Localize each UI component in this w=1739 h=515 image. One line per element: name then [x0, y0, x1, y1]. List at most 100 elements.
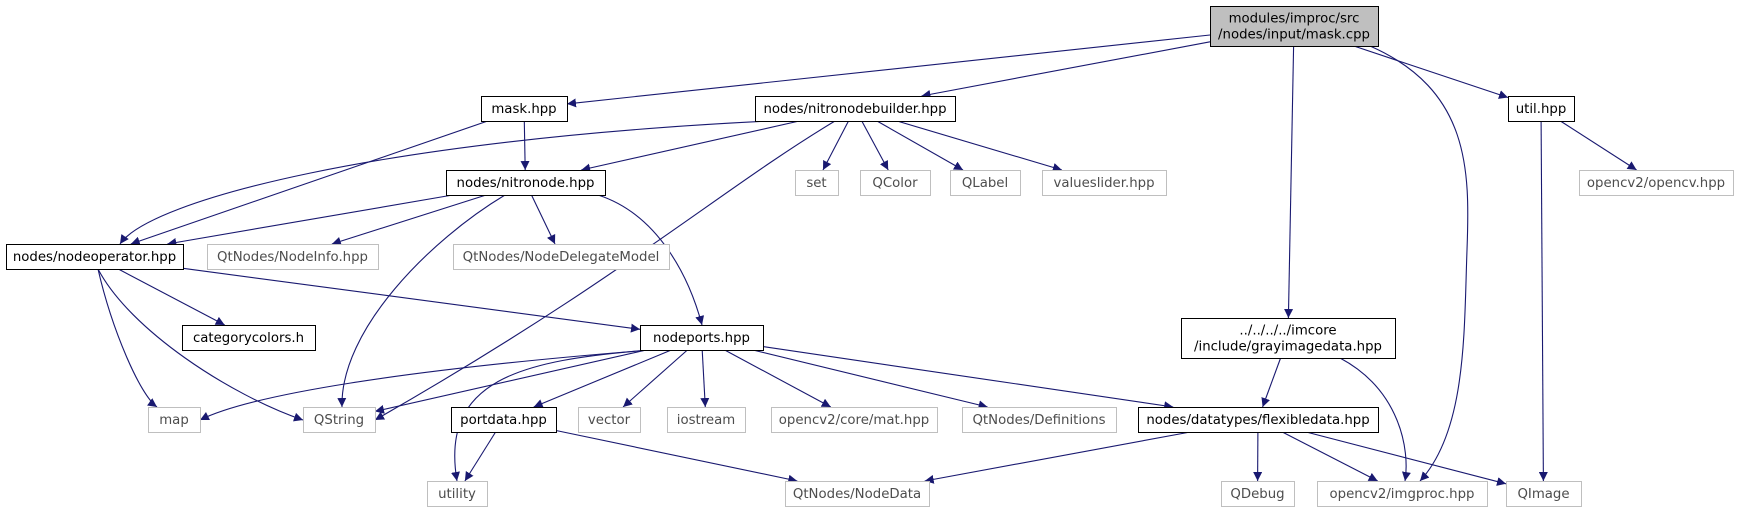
node-box: [1317, 481, 1488, 507]
node-nitronode[interactable]: nodes/nitronode.hpp: [446, 170, 606, 196]
node-mat: opencv2/core/mat.hpp: [771, 407, 938, 433]
node-box: [860, 170, 931, 196]
node-grayimagedata[interactable]: ../../../../imcore/include/grayimagedata…: [1181, 318, 1396, 359]
node-opencv: opencv2/opencv.hpp: [1579, 170, 1734, 196]
node-label: portdata.hpp: [460, 413, 547, 428]
node-nodeoperator[interactable]: nodes/nodeoperator.hpp: [6, 244, 184, 270]
node-box: [1210, 6, 1379, 47]
node-box: [1138, 407, 1379, 433]
edge-nodeports-to-utility: [451, 349, 651, 482]
node-label: /nodes/input/mask.cpp: [1218, 28, 1370, 43]
node-nitronodebuilder[interactable]: nodes/nitronodebuilder.hpp: [755, 96, 956, 122]
node-label: nodes/nitronodebuilder.hpp: [763, 102, 946, 117]
node-box: [950, 170, 1021, 196]
node-box: [1042, 170, 1167, 196]
edge-grayimagedata-to-imgproc: [1339, 357, 1411, 482]
node-label: util.hpp: [1516, 102, 1567, 117]
node-nodeinfo: QtNodes/NodeInfo.hpp: [207, 244, 379, 270]
node-qstring: QString: [303, 407, 376, 433]
node-label: utility: [438, 487, 476, 502]
node-label: QtNodes/NodeDelegateModel: [463, 250, 660, 265]
node-iostream: iostream: [667, 407, 746, 433]
node-box: [6, 244, 184, 270]
node-box: [1508, 96, 1575, 122]
node-label: opencv2/opencv.hpp: [1587, 176, 1725, 191]
node-flexibledata[interactable]: nodes/datatypes/flexibledata.hpp: [1138, 407, 1379, 433]
edge-mask_cpp-to-util: [1353, 45, 1509, 99]
node-box: [427, 481, 488, 507]
node-qcolor: QColor: [860, 170, 931, 196]
edge-mask_hpp-to-nodeoperator: [130, 120, 488, 246]
edge-nitronodebuilder-to-set: [822, 120, 849, 171]
node-imgproc: opencv2/imgproc.hpp: [1317, 481, 1488, 507]
node-set: set: [795, 170, 839, 196]
node-vector: vector: [578, 407, 641, 433]
node-label: QtNodes/NodeData: [793, 487, 921, 502]
node-label: nodes/nodeoperator.hpp: [13, 250, 176, 265]
node-label: opencv2/imgproc.hpp: [1330, 487, 1475, 502]
node-nodedata: QtNodes/NodeData: [785, 481, 930, 507]
node-label: QtNodes/Definitions: [972, 413, 1105, 428]
node-box: [481, 96, 568, 122]
edge-nitronodebuilder-to-qlabel: [876, 120, 964, 171]
node-categorycolors[interactable]: categorycolors.h: [182, 325, 316, 351]
node-map: map: [148, 407, 201, 433]
node-box: [453, 244, 670, 270]
node-box: [1579, 170, 1734, 196]
node-box: [755, 96, 956, 122]
node-label: opencv2/core/mat.hpp: [779, 413, 929, 428]
node-qlabel: QLabel: [950, 170, 1021, 196]
node-box: [667, 407, 746, 433]
edge-flexibledata-to-qimage: [1306, 431, 1507, 486]
edge-portdata-to-nodedata: [555, 429, 798, 484]
node-nodeports[interactable]: nodeports.hpp: [640, 325, 764, 351]
edge-nitronodebuilder-to-valueslider: [896, 120, 1063, 172]
node-label: QColor: [872, 176, 918, 191]
node-portdata[interactable]: portdata.hpp: [451, 407, 557, 433]
edge-nitronode-to-qstring: [337, 194, 506, 408]
edge-mask_hpp-to-nitronode: [520, 120, 530, 171]
edge-nodeports-to-map: [199, 349, 651, 421]
edge-nodeports-to-iostream: [700, 349, 710, 408]
node-box: [1506, 481, 1582, 507]
node-label: map: [159, 413, 189, 428]
node-label: QtNodes/NodeInfo.hpp: [217, 250, 368, 265]
edge-nodeports-to-portdata: [533, 349, 672, 408]
node-box: [182, 325, 316, 351]
node-label: nodeports.hpp: [653, 331, 750, 346]
node-box: [446, 170, 606, 196]
edge-nitronode-to-nodeinfo: [331, 194, 487, 246]
node-label: iostream: [677, 413, 735, 428]
node-label: categorycolors.h: [193, 331, 304, 346]
node-mask_cpp: modules/improc/src/nodes/input/mask.cpp: [1210, 6, 1379, 47]
node-box: [207, 244, 379, 270]
node-nodedelegate: QtNodes/NodeDelegateModel: [453, 244, 670, 270]
edge-nodeports-to-definitions: [752, 349, 988, 410]
edge-nodeoperator-to-categorycolors: [118, 268, 225, 326]
node-box: [578, 407, 641, 433]
edge-nitronodebuilder-to-nitronode: [581, 120, 800, 173]
edge-nodeports-to-vector: [622, 349, 688, 408]
edge-nitronodebuilder-to-nodeoperator: [119, 120, 771, 245]
node-box: [771, 407, 938, 433]
edge-nitronode-to-nodeoperator: [167, 194, 453, 247]
edge-grayimagedata-to-flexibledata: [1261, 357, 1282, 408]
node-box: [785, 481, 930, 507]
node-label: QString: [314, 413, 364, 428]
node-util[interactable]: util.hpp: [1508, 96, 1575, 122]
edge-flexibledata-to-nodedata: [924, 431, 1191, 484]
edge-nodeoperator-to-qstring: [97, 268, 304, 422]
node-label: QLabel: [962, 176, 1008, 191]
node-label: nodes/datatypes/flexibledata.hpp: [1146, 413, 1369, 428]
edge-util-to-opencv: [1560, 120, 1637, 171]
edge-util-to-qimage: [1538, 120, 1548, 482]
node-label: nodes/nitronode.hpp: [457, 176, 595, 191]
node-box: [303, 407, 376, 433]
node-mask_hpp[interactable]: mask.hpp: [481, 96, 568, 122]
node-box: [795, 170, 839, 196]
nodes-layer: modules/improc/src/nodes/input/mask.cpp m…: [6, 6, 1734, 507]
node-box: [148, 407, 201, 433]
edge-nodeports-to-mat: [724, 349, 832, 408]
node-label: mask.hpp: [491, 102, 556, 117]
